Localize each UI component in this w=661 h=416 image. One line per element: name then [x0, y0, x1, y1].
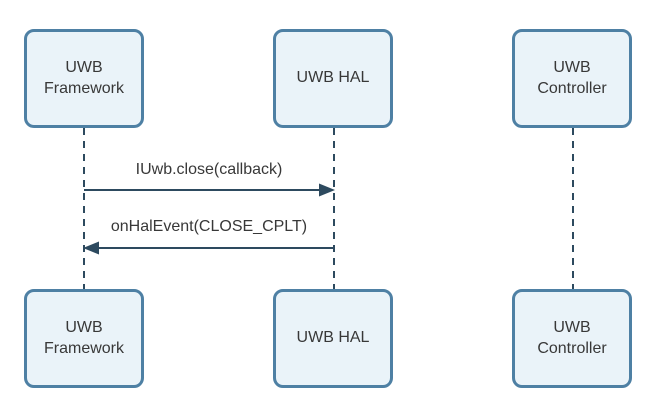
actor-label: UWB Framework	[43, 58, 124, 97]
message-label-onhalevent: onHalEvent(CLOSE_CPLT)	[110, 218, 308, 235]
actor-label: UWB Controller	[537, 58, 607, 97]
actor-label: UWB Controller	[537, 318, 607, 357]
actor-label: UWB HAL	[296, 69, 370, 87]
actor-box-uwb-controller-bottom: UWB Controller	[512, 289, 632, 388]
actor-box-uwb-hal-bottom: UWB HAL	[273, 289, 393, 388]
actor-box-uwb-framework-bottom: UWB Framework	[24, 289, 144, 388]
message-label-close: IUwb.close(callback)	[135, 161, 283, 178]
actor-box-uwb-framework-top: UWB Framework	[24, 29, 144, 128]
actor-box-uwb-hal-top: UWB HAL	[273, 29, 393, 128]
message-arrow-close-head	[319, 183, 335, 197]
message-arrow-onhalevent-head	[83, 241, 99, 255]
actor-box-uwb-controller-top: UWB Controller	[512, 29, 632, 128]
actor-label: UWB Framework	[43, 318, 124, 357]
actor-label: UWB HAL	[296, 329, 370, 347]
